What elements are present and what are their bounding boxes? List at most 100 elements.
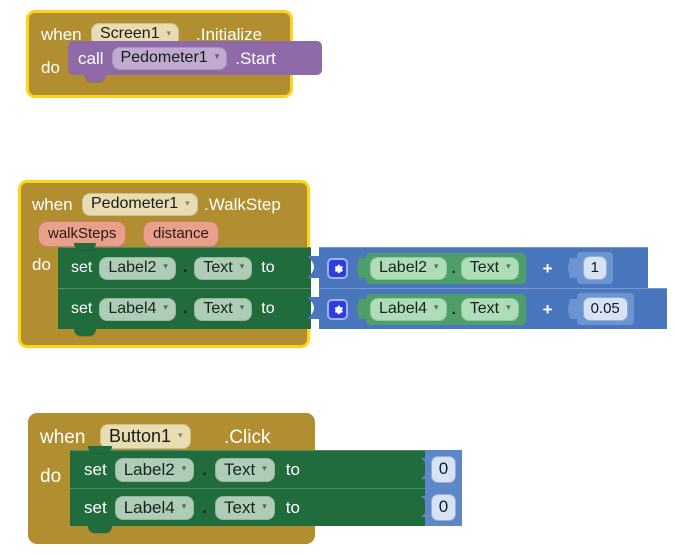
- chevron-down-icon: ▾: [434, 302, 439, 312]
- dot-separator: .: [202, 460, 208, 479]
- setter-block-label4-text[interactable]: set Label4 ▾ . Text ▾ to: [58, 288, 311, 329]
- chevron-down-icon: ▾: [181, 500, 187, 511]
- component-dropdown-label4[interactable]: Label4 ▾: [370, 297, 447, 321]
- do-label: do: [32, 255, 51, 274]
- chevron-down-icon: ▾: [178, 429, 183, 440]
- value-socket: [567, 299, 577, 319]
- statement-notch: [74, 243, 96, 250]
- value-socket: [307, 297, 319, 319]
- call-label: call: [78, 48, 104, 68]
- component-name: Pedometer1: [91, 195, 179, 212]
- do-label: do: [40, 466, 62, 487]
- when-label: when: [41, 25, 82, 44]
- property-dropdown-text[interactable]: Text ▾: [215, 457, 275, 482]
- statement-notch: [84, 75, 106, 82]
- statement-notch: [88, 526, 112, 533]
- event-name: .WalkStep: [204, 195, 281, 214]
- component-name: Label4: [108, 299, 157, 317]
- number-field[interactable]: 0: [430, 455, 457, 483]
- setter-block-label4-text[interactable]: set Label4 ▾ . Text ▾ to: [70, 488, 425, 526]
- value-socket: [357, 299, 366, 319]
- property-dropdown-text[interactable]: Text ▾: [460, 256, 519, 280]
- chevron-down-icon: ▾: [434, 261, 439, 271]
- property-dropdown-text[interactable]: Text ▾: [460, 297, 519, 321]
- number-field[interactable]: 1: [582, 256, 607, 280]
- chevron-down-icon: ▾: [181, 462, 187, 473]
- chevron-down-icon: ▾: [262, 462, 267, 473]
- component-name: Label4: [123, 497, 175, 517]
- property-name: Text: [469, 299, 500, 317]
- number-block-005[interactable]: 0.05: [576, 293, 634, 325]
- component-name: Label4: [379, 299, 428, 317]
- component-name: Label2: [108, 258, 157, 276]
- property-name: Text: [203, 258, 233, 276]
- setter-block-label2-text[interactable]: set Label2 ▾ . Text ▾ to: [70, 450, 425, 488]
- event-parameter-distance[interactable]: distance: [143, 221, 219, 247]
- dot-separator: .: [451, 259, 456, 277]
- operator-plus: +: [542, 299, 553, 319]
- setter-block-label2-text[interactable]: set Label2 ▾ . Text ▾ to: [58, 247, 311, 288]
- chevron-down-icon: ▾: [506, 302, 511, 312]
- add-block-label4-plus-005[interactable]: Label4 ▾ . Text ▾ + 0.05: [319, 288, 667, 329]
- gear-icon[interactable]: [327, 257, 348, 279]
- number-field[interactable]: 0.05: [582, 297, 628, 321]
- to-label: to: [285, 460, 300, 479]
- set-label: set: [84, 498, 107, 517]
- component-name: Label2: [123, 459, 175, 479]
- value-socket: [567, 258, 577, 278]
- operator-plus: +: [542, 258, 553, 278]
- add-block-label2-plus-1[interactable]: Label2 ▾ . Text ▾ + 1: [319, 247, 648, 288]
- call-block-pedometer1-start[interactable]: call Pedometer1 ▾ .Start: [68, 41, 322, 75]
- component-dropdown-pedometer1[interactable]: Pedometer1 ▾: [111, 46, 228, 70]
- property-name: Text: [224, 497, 256, 517]
- chevron-down-icon: ▾: [163, 261, 168, 271]
- component-dropdown-label4[interactable]: Label4 ▾: [99, 297, 176, 321]
- set-label: set: [71, 259, 93, 276]
- property-dropdown-text[interactable]: Text ▾: [215, 495, 275, 520]
- component-dropdown-button1[interactable]: Button1 ▾: [100, 424, 191, 449]
- do-label: do: [41, 58, 60, 77]
- chevron-down-icon: ▾: [214, 51, 220, 61]
- property-name: Text: [469, 258, 500, 276]
- set-label: set: [71, 300, 93, 317]
- getter-block-label4-text[interactable]: Label4 ▾ . Text ▾: [366, 293, 526, 325]
- statement-notch: [74, 329, 96, 336]
- chevron-down-icon: ▾: [163, 302, 168, 312]
- method-name: .Start: [235, 48, 276, 68]
- component-dropdown-label2[interactable]: Label2 ▾: [99, 256, 176, 280]
- statement-notch: [88, 446, 112, 453]
- component-dropdown-label2[interactable]: Label2 ▾: [114, 457, 195, 482]
- property-name: Text: [224, 459, 256, 479]
- event-parameter-walksteps[interactable]: walkSteps: [38, 221, 127, 247]
- when-label: when: [32, 195, 73, 214]
- component-name: Screen1: [100, 25, 160, 42]
- gear-icon[interactable]: [327, 298, 348, 320]
- when-label: when: [40, 427, 86, 448]
- to-label: to: [261, 300, 275, 317]
- getter-block-label2-text[interactable]: Label2 ▾ . Text ▾: [366, 252, 526, 284]
- dot-separator: .: [202, 498, 208, 517]
- property-name: Text: [203, 299, 233, 317]
- value-socket: [357, 258, 366, 278]
- event-name: .Initialize: [196, 25, 263, 44]
- component-name: Button1: [109, 426, 172, 446]
- number-field[interactable]: 0: [430, 493, 457, 521]
- chevron-down-icon: ▾: [239, 302, 245, 312]
- component-name: Label2: [379, 258, 428, 276]
- chevron-down-icon: ▾: [262, 500, 267, 511]
- chevron-down-icon: ▾: [185, 197, 190, 208]
- property-dropdown-text[interactable]: Text ▾: [194, 256, 253, 280]
- to-label: to: [285, 498, 300, 517]
- number-block-0[interactable]: 0: [425, 450, 462, 488]
- component-dropdown-label4[interactable]: Label4 ▾: [114, 495, 195, 520]
- dot-separator: .: [451, 300, 456, 318]
- component-dropdown-label2[interactable]: Label2 ▾: [370, 256, 447, 280]
- component-dropdown-pedometer1[interactable]: Pedometer1 ▾: [82, 193, 198, 216]
- value-socket: [307, 256, 319, 278]
- number-block-0[interactable]: 0: [425, 488, 462, 526]
- to-label: to: [261, 259, 275, 276]
- dot-separator: .: [182, 300, 188, 317]
- property-dropdown-text[interactable]: Text ▾: [194, 297, 253, 321]
- number-block-1[interactable]: 1: [576, 252, 613, 284]
